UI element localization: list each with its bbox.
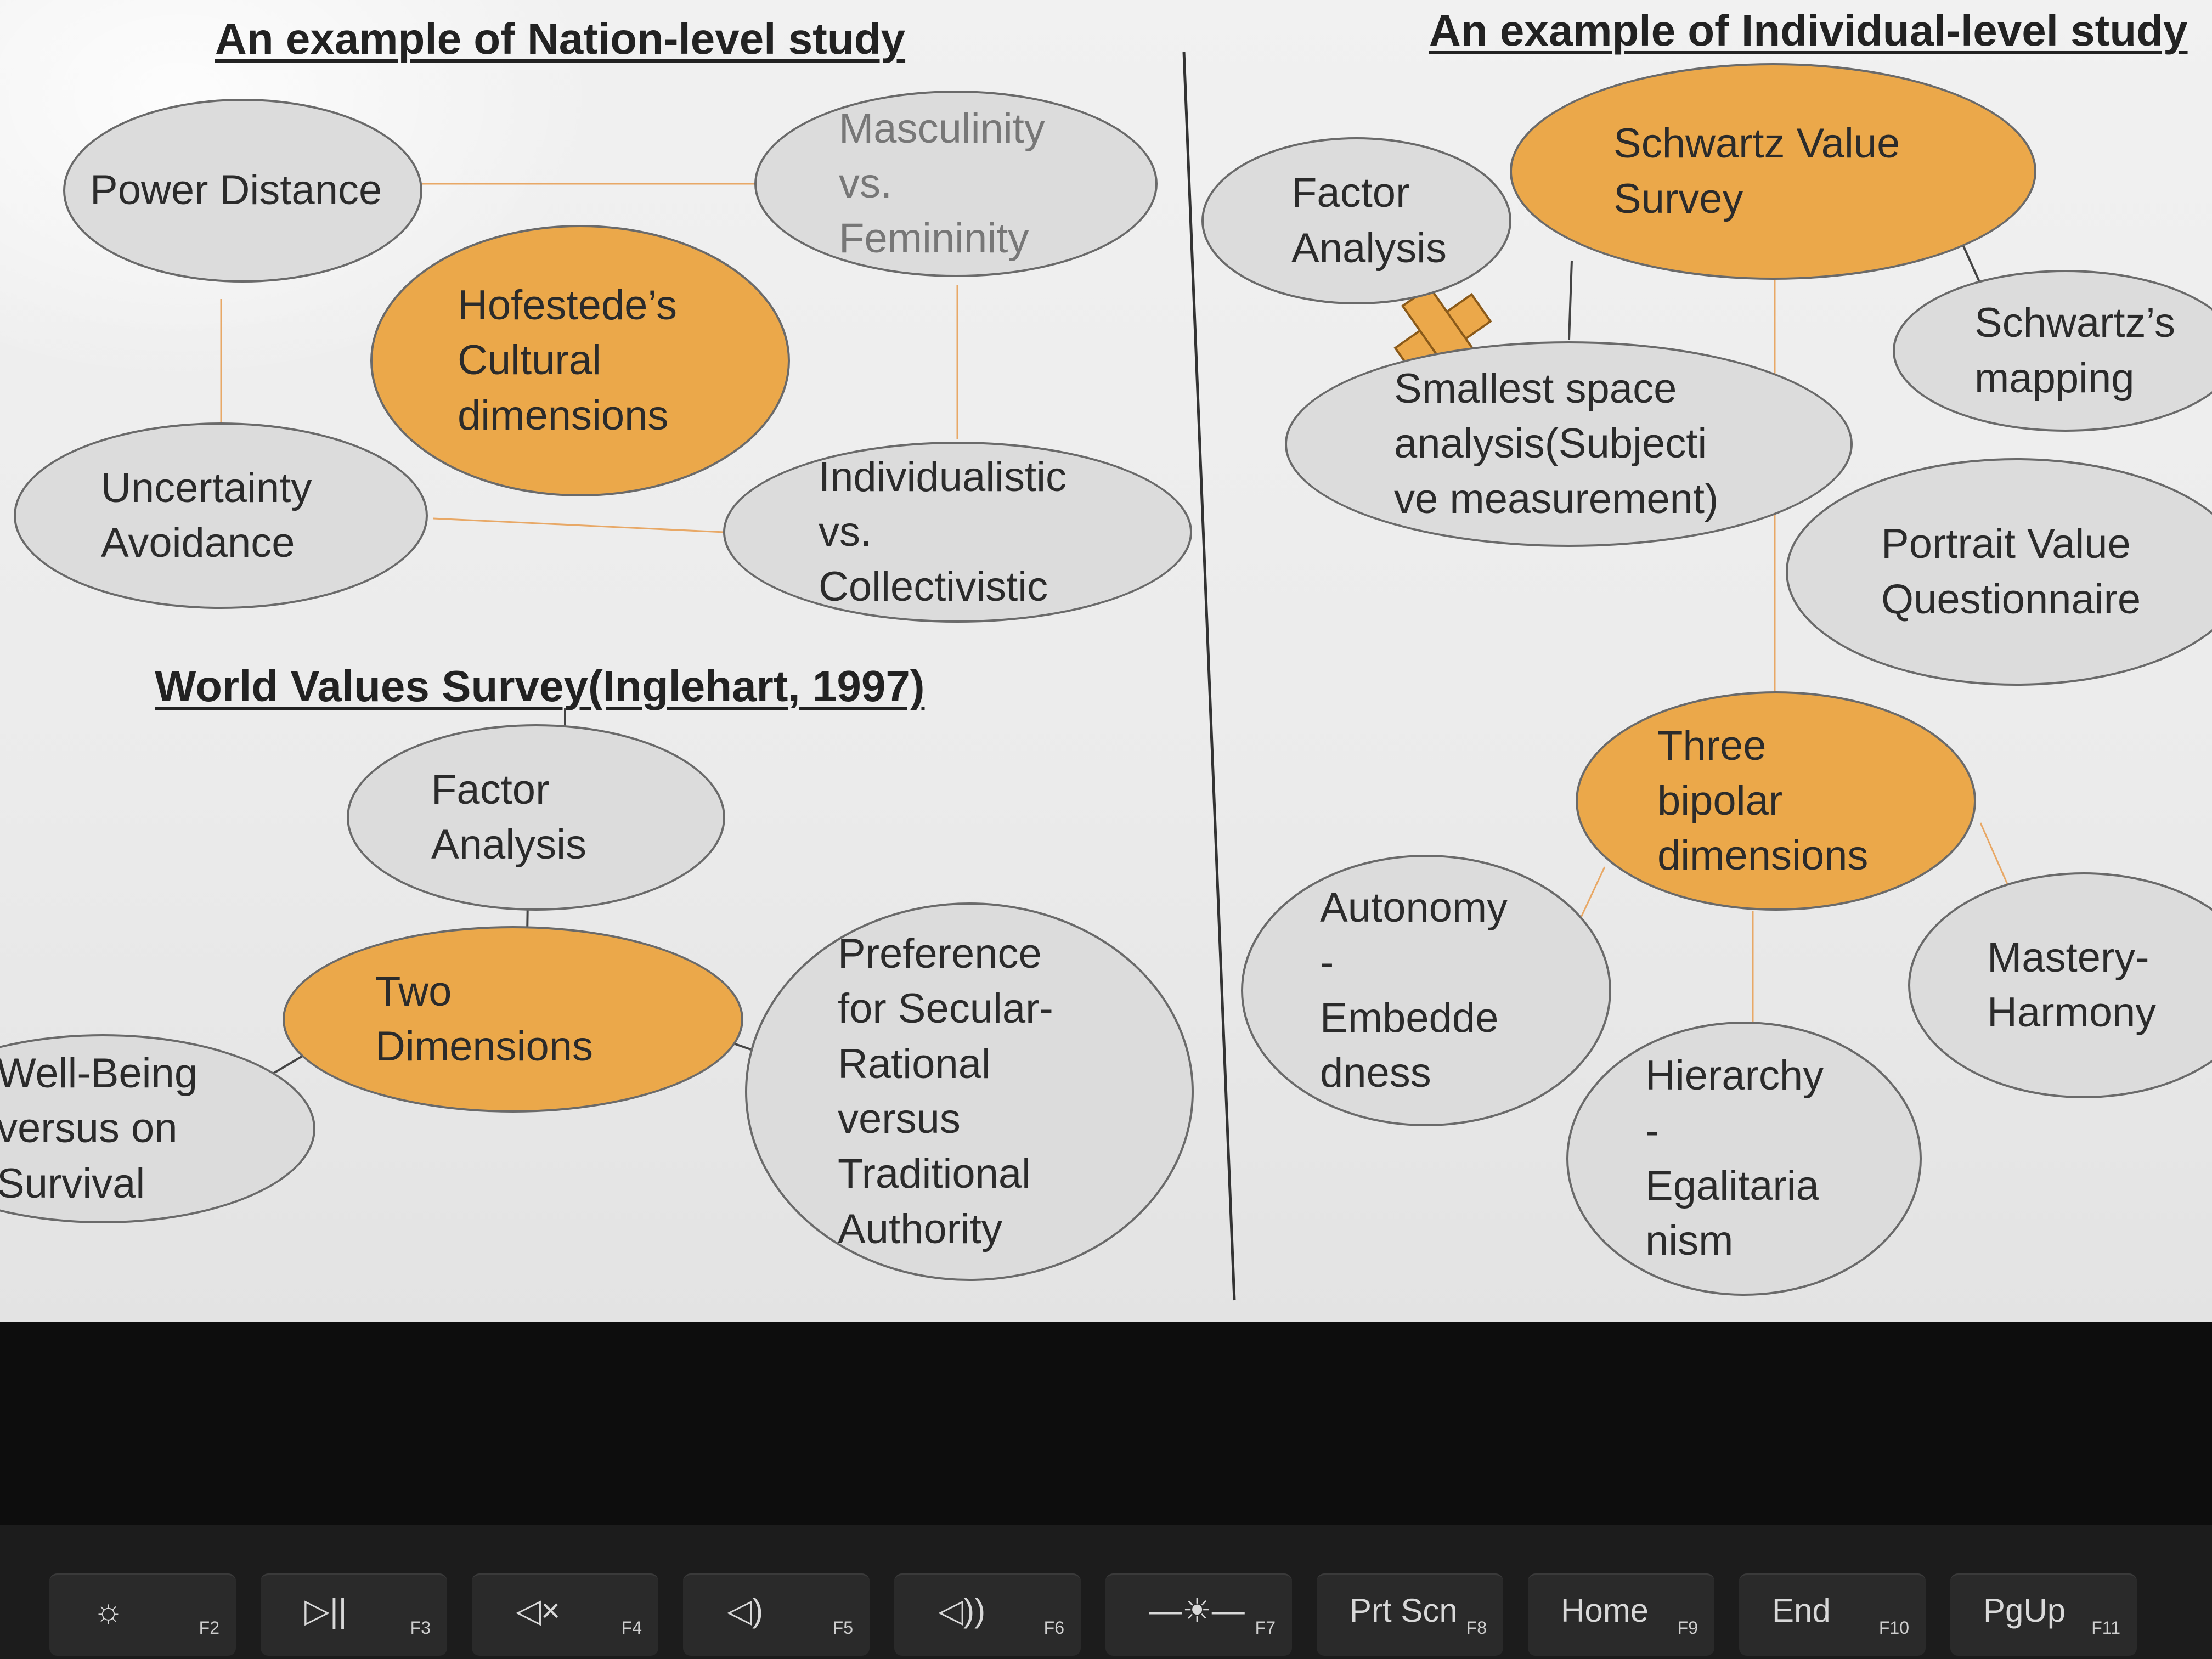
key-f2-brightness[interactable]: ☼ F2 (49, 1573, 236, 1656)
key-f6-volume-up[interactable]: ◁)) F6 (894, 1573, 1081, 1656)
heading-world-values-survey: World Values Survey(Inglehart, 1997) (155, 662, 925, 710)
node-label: Mastery- Harmony (1987, 934, 2157, 1036)
node-label: Preference for Secular- Rational versus … (838, 930, 1053, 1252)
key-label: ▷|| (304, 1592, 347, 1629)
node-label: Hierarchy - Egalitaria nism (1645, 1052, 1824, 1265)
key-fn: F5 (832, 1618, 853, 1638)
node-label: Hofestede’s Cultural dimensions (458, 282, 677, 439)
key-f9-home[interactable]: Home F9 (1528, 1573, 1714, 1656)
node-factor-analysis-wvs: Factor Analysis (347, 724, 725, 911)
node-label: Portrait Value Questionnaire (1881, 521, 2141, 623)
key-f11-pgup[interactable]: PgUp F11 (1950, 1573, 2137, 1656)
node-secular-rational: Preference for Secular- Rational versus … (745, 902, 1194, 1281)
node-label: Smallest space analysis(Subjecti ve meas… (1394, 365, 1719, 522)
key-fn: F10 (1878, 1618, 1909, 1638)
node-uncertainty-avoidance: Uncertainty Avoidance (14, 422, 428, 609)
key-fn: F9 (1677, 1618, 1698, 1638)
key-label: ◁) (727, 1592, 764, 1629)
key-fn: F2 (199, 1618, 219, 1638)
node-label: Factor Analysis (1291, 170, 1447, 272)
node-autonomy-embeddedness: Autonomy - Embedde dness (1241, 855, 1611, 1126)
key-label: PgUp (1983, 1592, 2066, 1629)
node-label: Uncertainty Avoidance (101, 464, 312, 566)
key-fn: F3 (410, 1618, 431, 1638)
node-label: Autonomy - Embedde dness (1320, 884, 1508, 1096)
key-fn: F4 (621, 1618, 642, 1638)
key-f4-mute[interactable]: ◁× F4 (472, 1573, 658, 1656)
node-label: Two Dimensions (375, 968, 594, 1070)
key-f8-print-screen[interactable]: Prt Scn F8 (1317, 1573, 1503, 1656)
node-hofstede-cultural-dimensions: Hofestede’s Cultural dimensions (370, 225, 790, 496)
key-fn: F7 (1255, 1618, 1276, 1638)
laptop-bezel (0, 1322, 2212, 1525)
key-fn: F11 (2091, 1618, 2120, 1638)
node-individualistic-collectivistic: Individualistic vs. Collectivistic (723, 442, 1192, 623)
heading-nation-level: An example of Nation-level study (215, 14, 906, 63)
node-label: Masculinity vs. Femininity (839, 105, 1045, 262)
key-f5-volume-down[interactable]: ◁) F5 (683, 1573, 870, 1656)
node-portrait-value-questionnaire: Portrait Value Questionnaire (1786, 458, 2212, 686)
node-schwartz-mapping: Schwartz’s mapping (1893, 270, 2212, 432)
node-hierarchy-egalitarianism: Hierarchy - Egalitaria nism (1566, 1022, 1922, 1296)
key-label: ◁× (516, 1592, 561, 1629)
key-f7-backlight[interactable]: —☀— F7 (1105, 1573, 1292, 1656)
node-label: Schwartz Value Survey (1613, 120, 1900, 222)
node-mastery-harmony: Mastery- Harmony (1908, 872, 2212, 1098)
connector-uncertainty-individualistic (433, 517, 725, 533)
node-power-distance: Power Distance (63, 99, 422, 283)
key-label: Prt Scn (1350, 1592, 1458, 1629)
node-label: Schwartz’s mapping (1974, 300, 2176, 402)
connector-schwartz-smallest (1568, 260, 1573, 341)
key-label: ◁)) (938, 1592, 986, 1629)
key-label: ☼ (93, 1592, 123, 1629)
key-fn: F8 (1466, 1618, 1487, 1638)
node-label: Factor Analysis (431, 766, 586, 868)
node-smallest-space-analysis: Smallest space analysis(Subjecti ve meas… (1285, 341, 1853, 547)
heading-individual-level: An example of Individual-level study (1429, 6, 2188, 55)
key-f10-end[interactable]: End F10 (1739, 1573, 1926, 1656)
node-label: Power Distance (90, 167, 382, 214)
node-label: Three bipolar dimensions (1657, 722, 1869, 879)
node-label: Individualistic vs. Collectivistic (819, 453, 1066, 611)
node-three-bipolar-dimensions: Three bipolar dimensions (1576, 691, 1976, 911)
connector-three-mastery (1979, 822, 2012, 892)
section-divider (1182, 52, 1236, 1301)
slide: An example of Nation-level study An exam… (0, 0, 2212, 1322)
key-label: Home (1561, 1592, 1649, 1629)
key-label: End (1772, 1592, 1831, 1629)
node-factor-analysis-individual: Factor Analysis (1201, 137, 1511, 304)
key-fn: F6 (1043, 1618, 1064, 1638)
node-two-dimensions: Two Dimensions (283, 926, 743, 1113)
key-f3-play-pause[interactable]: ▷|| F3 (261, 1573, 447, 1656)
node-label: Well-Being versus on Survival (0, 1050, 198, 1207)
keyboard: ☼ F2 ▷|| F3 ◁× F4 ◁) F5 ◁)) F6 —☀— F7 Pr… (0, 1525, 2212, 1659)
node-masculinity-femininity: Masculinity vs. Femininity (754, 91, 1158, 277)
node-schwartz-value-survey: Schwartz Value Survey (1510, 63, 2036, 280)
key-label: —☀— (1149, 1592, 1245, 1629)
